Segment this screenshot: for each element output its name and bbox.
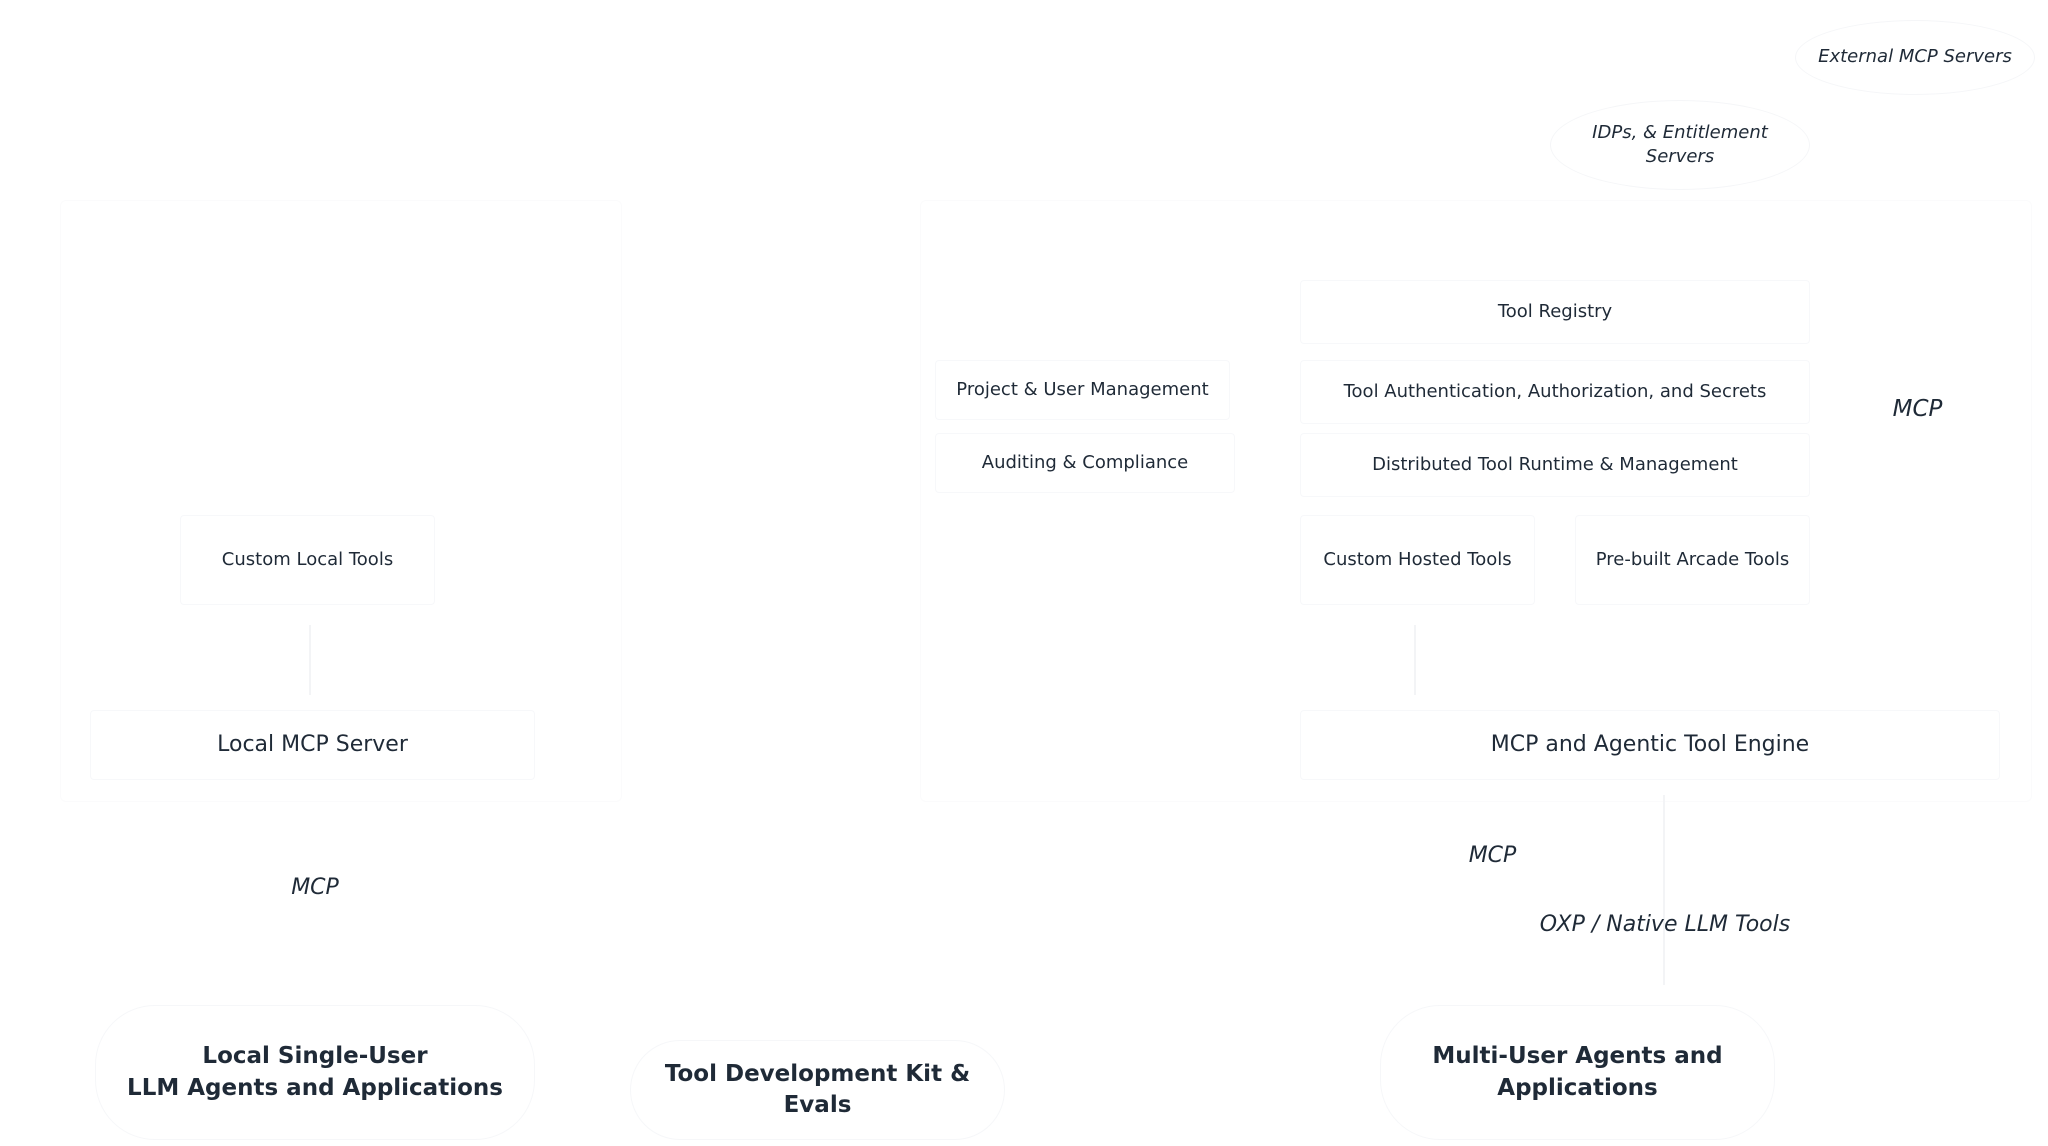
external-mcp-servers-node: External MCP Servers: [1795, 20, 2035, 95]
project-user-management-node: Project & User Management: [935, 360, 1230, 420]
connector-local-tools-to-server: [309, 625, 311, 695]
tool-development-kit-node: Tool Development Kit & Evals: [630, 1040, 1005, 1140]
mcp-agentic-tool-engine-node: MCP and Agentic Tool Engine: [1300, 710, 2000, 780]
connector-hosted-tools-to-engine: [1414, 625, 1416, 695]
prebuilt-arcade-tools-node: Pre-built Arcade Tools: [1575, 515, 1810, 605]
tool-registry-node: Tool Registry: [1300, 280, 1810, 344]
cloud-platform-region: [920, 200, 2032, 802]
mcp-external-label: MCP: [1892, 396, 1943, 423]
local-mcp-server-node: Local MCP Server: [90, 710, 535, 780]
mcp-engine-label: MCP: [1468, 842, 1517, 868]
auditing-compliance-node: Auditing & Compliance: [935, 433, 1235, 493]
mcp-local-label: MCP: [291, 874, 339, 900]
custom-local-tools-node: Custom Local Tools: [180, 515, 435, 605]
distributed-tool-runtime-node: Distributed Tool Runtime & Management: [1300, 433, 1810, 497]
connector-engine-to-agents: [1663, 795, 1665, 985]
idp-entitlement-servers-node: IDPs, & Entitlement Servers: [1550, 100, 1810, 190]
local-single-user-agents-node: Local Single-User LLM Agents and Applica…: [95, 1005, 535, 1140]
multi-user-agents-node: Multi-User Agents and Applications: [1380, 1005, 1775, 1140]
local-region: [60, 200, 622, 802]
custom-hosted-tools-node: Custom Hosted Tools: [1300, 515, 1535, 605]
oxp-native-llm-tools-label: OXP / Native LLM Tools: [1539, 912, 1791, 938]
tool-auth-secrets-node: Tool Authentication, Authorization, and …: [1300, 360, 1810, 424]
